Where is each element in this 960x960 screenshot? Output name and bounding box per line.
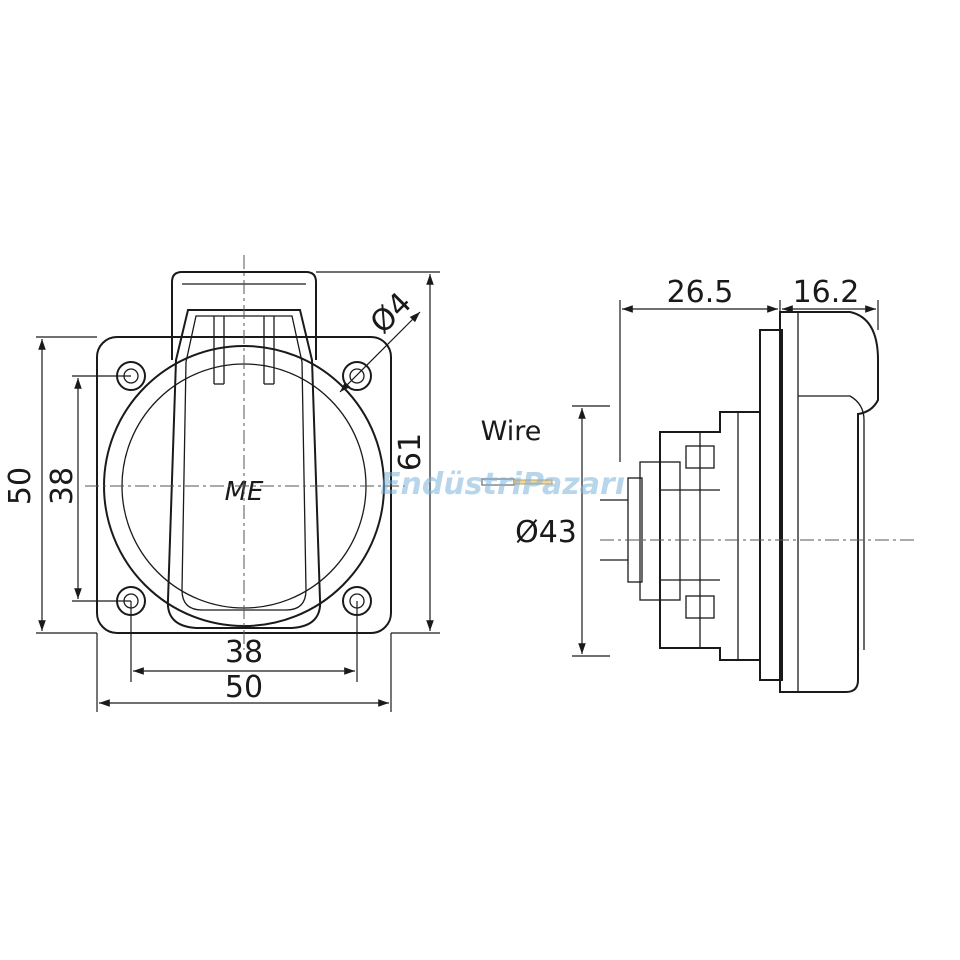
front-view: ME 50 38 61 38 50 Ø4 <box>3 255 440 712</box>
hole-diameter-leader <box>339 311 421 393</box>
dim-depth-front: 16.2 <box>793 275 860 310</box>
dim-height-total: 61 <box>393 433 428 471</box>
dim-height-holes: 38 <box>45 467 80 505</box>
wire-label: Wire <box>481 416 542 447</box>
cover-profile <box>779 311 879 693</box>
lid-hinge <box>171 271 317 360</box>
dim-body-diameter: Ø43 <box>515 515 577 550</box>
socket-lid <box>166 309 322 629</box>
dim-width-holes: 38 <box>225 635 263 670</box>
flange-profile <box>759 329 783 681</box>
dim-width-outer: 50 <box>225 670 263 705</box>
dim-depth-rear: 26.5 <box>667 275 734 310</box>
dim-hole-diameter: Ø4 <box>364 286 419 341</box>
wire-symbol <box>481 478 553 486</box>
dim-height-outer: 50 <box>3 467 38 505</box>
socket-body-profile <box>659 411 760 661</box>
side-view: Wire 26.5 16.2 Ø43 <box>481 275 915 693</box>
watermark-text: EndüstriPazarı <box>380 467 625 502</box>
